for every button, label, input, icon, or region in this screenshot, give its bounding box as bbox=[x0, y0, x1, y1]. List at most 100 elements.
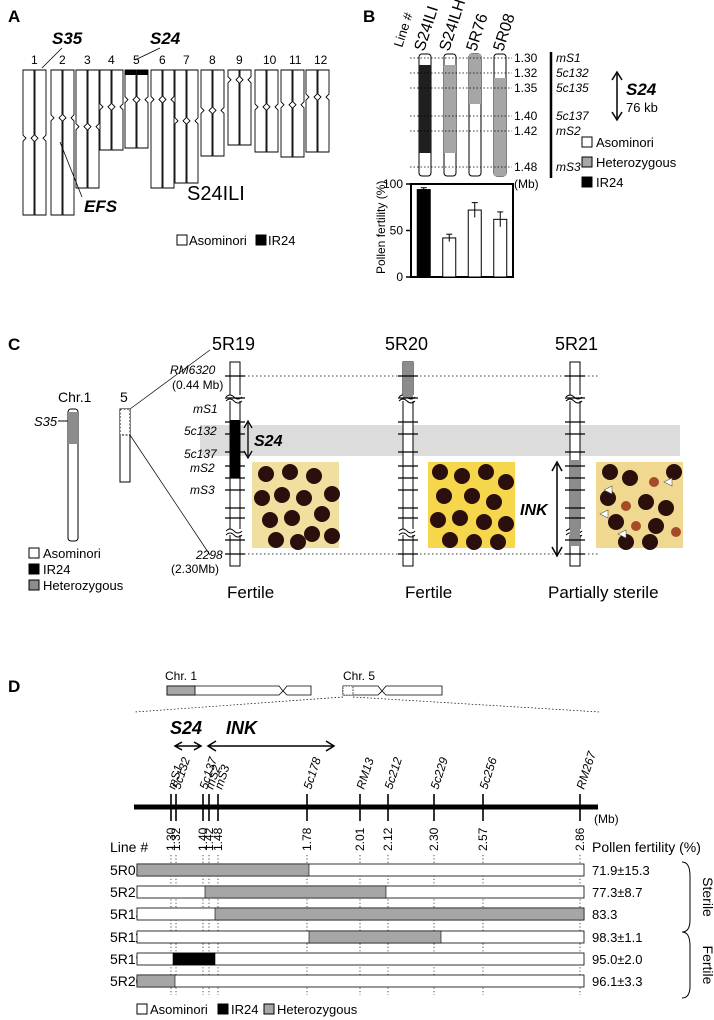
pollen-grain-5r19-13 bbox=[290, 534, 306, 550]
position-labels: 1.30 1.32 1.35 1.40 1.42 1.48 (Mb) bbox=[514, 51, 539, 191]
chr5-ir24-segment-2 bbox=[137, 70, 148, 75]
break-mark-5r19-1 bbox=[225, 528, 243, 534]
legend-asominori-swatch bbox=[28, 547, 40, 559]
s24-arrowheads bbox=[173, 741, 203, 751]
s24-label: S24 bbox=[150, 29, 181, 48]
break-mark-5r20-1 bbox=[398, 528, 416, 534]
genotype-segment-5r02-0 bbox=[136, 863, 310, 877]
sterile-pollen-arrow-3 bbox=[599, 509, 609, 519]
pollen-grain-5r19-1 bbox=[282, 464, 298, 480]
chromosome-2-copy-1 bbox=[50, 69, 63, 216]
pollen-grain-5r21-7 bbox=[658, 500, 674, 516]
fertile-bracket bbox=[681, 931, 691, 999]
legend-heterozygous-swatch bbox=[581, 156, 593, 168]
legend-asominori-label: Asominori bbox=[150, 1002, 208, 1017]
chromosome-number-2: 2 bbox=[59, 53, 66, 67]
zoom-line-bottom bbox=[129, 434, 211, 556]
fertility-value-5r18-star: 83.3 bbox=[592, 907, 617, 922]
legend-heterozygous-label: Heterozygous bbox=[596, 155, 677, 170]
s35-label: S35 bbox=[52, 29, 83, 48]
genotype-bar-5r19 bbox=[136, 952, 585, 966]
pos-1-32: 1.32 bbox=[514, 66, 538, 80]
pollen-grain-5r20-13 bbox=[490, 534, 506, 550]
ir24-segment-5r19 bbox=[230, 420, 240, 478]
legend-ir24-label: IR24 bbox=[268, 233, 295, 248]
chr5-label: 5 bbox=[120, 389, 128, 405]
panel-d: D Chr. 1 Chr. 5 S24 INK (Mb) mS11.305c13… bbox=[8, 669, 714, 1017]
pollen-grain-5r21-13 bbox=[642, 534, 658, 550]
map-position-1-48: 1.48 bbox=[211, 827, 225, 851]
s24-region-label: S24 bbox=[626, 80, 657, 99]
break-mark2-5r21-0 bbox=[565, 398, 583, 404]
pollen-grain-5r19-10 bbox=[304, 526, 320, 542]
chromosome-6-copy-2 bbox=[162, 69, 175, 189]
map-position-2-30: 2.30 bbox=[427, 827, 441, 851]
chr5-label: Chr. 5 bbox=[343, 669, 375, 683]
panel-c: C Chr.1 5 S35 Asominori IR24 Heterozygou… bbox=[8, 334, 683, 602]
chr5-zoom-region bbox=[342, 685, 354, 696]
bar-5r76 bbox=[467, 209, 482, 278]
pollen-grain-5r21-3 bbox=[666, 464, 682, 480]
map-marker-label-rm267: RM267 bbox=[574, 749, 600, 791]
chromosome-4-copy-1 bbox=[99, 69, 112, 151]
chromosome-2-copy-2 bbox=[62, 69, 75, 216]
pollen-grain-5r21-10 bbox=[648, 518, 664, 534]
map-marker-label-5c229: 5c229 bbox=[428, 755, 452, 791]
het-segment-5r21 bbox=[570, 460, 580, 546]
pollen-grain-5r21-5 bbox=[621, 501, 631, 511]
chromosome-number-11: 11 bbox=[289, 53, 302, 67]
chromosome-3-copy-2 bbox=[87, 69, 100, 189]
chr5-ir24-segment-1 bbox=[125, 70, 136, 75]
map-position-2-57: 2.57 bbox=[476, 827, 490, 851]
s24-arrowheads bbox=[611, 70, 623, 122]
bar-5r08-het-segment bbox=[494, 78, 506, 176]
chromosome-3-copy-1 bbox=[75, 69, 88, 189]
zoom-line-top bbox=[129, 349, 211, 410]
ink-arrowheads bbox=[206, 740, 336, 752]
legend-asominori-swatch bbox=[581, 136, 593, 148]
break-mark2-5r20-0 bbox=[398, 398, 416, 404]
marker-ms3: mS3 bbox=[190, 483, 215, 497]
marker-5c137: 5c137 bbox=[556, 109, 590, 123]
pollen-grain-5r20-0 bbox=[432, 464, 448, 480]
chromosome-5-copy-2 bbox=[136, 69, 149, 149]
line-header: Line # bbox=[110, 839, 148, 855]
pollen-grain-5r20-5 bbox=[464, 488, 480, 504]
pollen-grain-5r19-6 bbox=[296, 490, 312, 506]
chromosome-number-3: 3 bbox=[84, 53, 91, 67]
ink-arrowheads bbox=[551, 460, 563, 558]
fertility-value-5r11: 98.3±1.1 bbox=[592, 930, 643, 945]
fertility-value-5r02: 71.9±15.3 bbox=[592, 863, 650, 878]
chromosome-10-copy-1 bbox=[254, 69, 267, 153]
map-position-2-86: 2.86 bbox=[573, 827, 587, 851]
legend-heterozygous-label: Heterozygous bbox=[277, 1002, 358, 1017]
s24-size-label: 76 kb bbox=[626, 100, 658, 115]
efs-pointer bbox=[59, 141, 83, 198]
pollen-grain-5r20-11 bbox=[442, 532, 458, 548]
legend-ir24-label: IR24 bbox=[596, 175, 623, 190]
legend-asominori-label: Asominori bbox=[596, 135, 654, 150]
panel-b: B Line # S24ILI S24ILH 5R76 5R08 1.30 1.… bbox=[363, 0, 677, 284]
pollen-grain-5r21-6 bbox=[638, 494, 654, 510]
marker-5c137: 5c137 bbox=[184, 447, 218, 461]
panel-b-letter: B bbox=[363, 7, 375, 26]
pollen-grain-5r19-3 bbox=[324, 486, 340, 502]
chromosome-12-copy-1 bbox=[305, 69, 318, 153]
bar-5r76-het-segment bbox=[469, 54, 481, 104]
legend-asominori-swatch bbox=[176, 234, 188, 246]
pollen-grain-5r20-7 bbox=[430, 512, 446, 528]
pollen-grain-5r19-11 bbox=[268, 532, 284, 548]
pollen-grain-5r20-4 bbox=[436, 488, 452, 504]
chromosome-8-copy-2 bbox=[212, 69, 225, 157]
legend-asominori-label: Asominori bbox=[189, 233, 247, 248]
marker-ms2: mS2 bbox=[190, 461, 215, 475]
chromosome-number-5: 5 bbox=[133, 53, 140, 67]
marker-labels: mS1 5c132 5c135 5c137 mS2 mS3 bbox=[556, 51, 590, 174]
marker-2298: 2298 bbox=[195, 548, 223, 562]
chromosome-number-4: 4 bbox=[108, 53, 115, 67]
sterile-pollen-arrow-1 bbox=[617, 529, 627, 539]
pollen-grain-5r20-12 bbox=[466, 534, 482, 550]
zoom-line-left bbox=[134, 696, 344, 713]
